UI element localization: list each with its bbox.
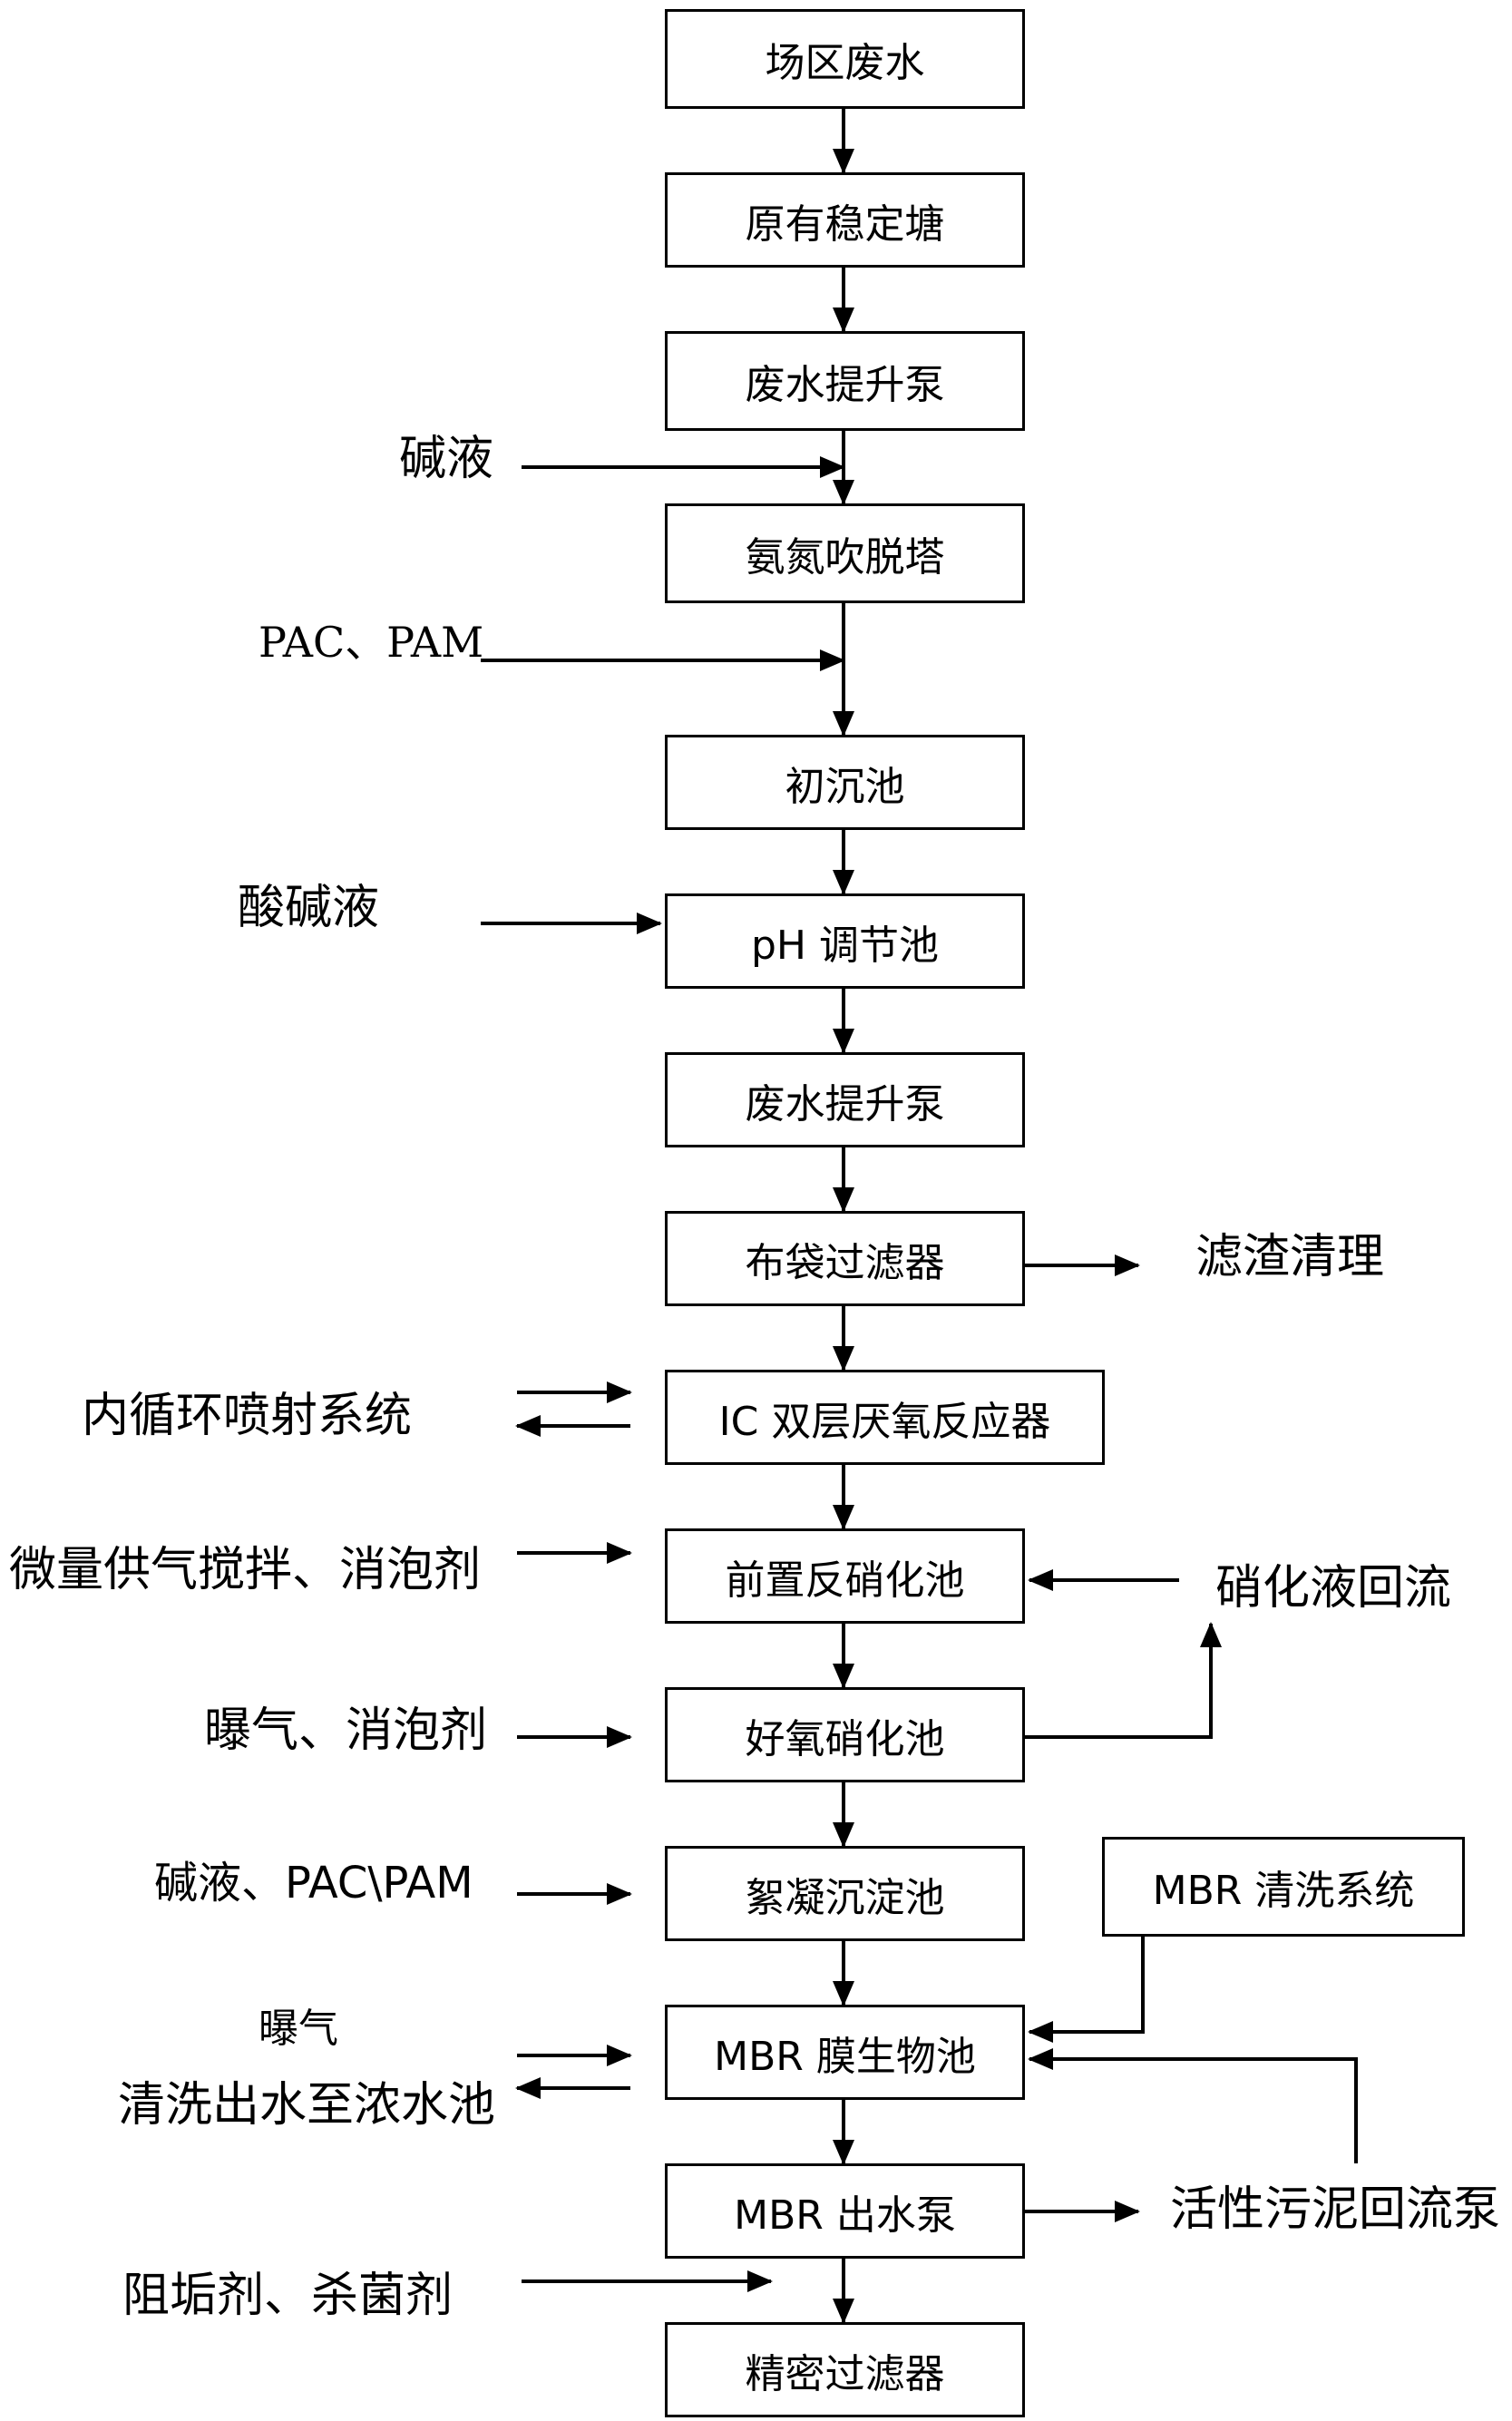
box-ammonia-stripping-tower: 氨氮吹脱塔 — [665, 503, 1025, 603]
box-label: 氨氮吹脱塔 — [745, 534, 945, 581]
box-ic-reactor: IC 双层厌氧反应器 — [665, 1370, 1105, 1465]
box-lift-pump-2: 废水提升泵 — [665, 1052, 1025, 1147]
box-label: 原有稳定塘 — [745, 200, 945, 248]
label-micro-air: 微量供气搅拌、消泡剂 — [9, 1543, 482, 1597]
box-label: MBR 清洗系统 — [1152, 1868, 1415, 1914]
box-label: IC 双层厌氧反应器 — [718, 1398, 1051, 1445]
box-mbr-pump: MBR 出水泵 — [665, 2163, 1025, 2259]
label-pac-pam: PAC、PAM — [259, 618, 484, 667]
box-mbr-cleaning-system: MBR 清洗系统 — [1102, 1837, 1465, 1937]
box-precision-filter: 精密过滤器 — [665, 2322, 1025, 2417]
box-label: 絮凝沉淀池 — [745, 1874, 945, 1921]
label-sludge-return: 活性污泥回流泵 — [1170, 2182, 1501, 2237]
box-stabilization-pond: 原有稳定塘 — [665, 172, 1025, 268]
label-alkali-pac: 碱液、PAC\PAM — [154, 1858, 473, 1908]
box-label: 场区废水 — [765, 40, 925, 86]
label-aeration: 曝气 — [259, 2006, 338, 2052]
box-label: 废水提升泵 — [745, 1080, 945, 1128]
box-aerobic-nitrification: 好氧硝化池 — [665, 1687, 1025, 1782]
box-bag-filter: 布袋过滤器 — [665, 1211, 1025, 1306]
box-label: 精密过滤器 — [745, 2350, 945, 2397]
box-label: 前置反硝化池 — [725, 1557, 965, 1604]
box-ph-adjust: pH 调节池 — [665, 893, 1025, 989]
box-label: pH 调节池 — [750, 922, 939, 969]
label-acid-alkali: 酸碱液 — [238, 881, 380, 935]
label-filter-residue: 滤渣清理 — [1195, 1230, 1385, 1284]
box-label: 废水提升泵 — [745, 362, 945, 408]
label-internal-loop: 内循环喷射系统 — [82, 1389, 413, 1443]
box-label: 好氧硝化池 — [745, 1715, 945, 1762]
box-label: MBR 膜生物池 — [714, 2033, 976, 2080]
box-denitrification: 前置反硝化池 — [665, 1528, 1025, 1624]
box-flocculation: 絮凝沉淀池 — [665, 1846, 1025, 1941]
box-primary-settling: 初沉池 — [665, 735, 1025, 830]
label-alkali: 碱液 — [399, 432, 494, 486]
box-label: MBR 出水泵 — [734, 2192, 956, 2239]
box-wastewater-source: 场区废水 — [665, 9, 1025, 109]
box-label: 初沉池 — [785, 763, 905, 810]
label-aeration-defoam: 曝气、消泡剂 — [204, 1703, 488, 1758]
box-mbr-tank: MBR 膜生物池 — [665, 2005, 1025, 2100]
label-cleaning-outflow: 清洗出水至浓水池 — [118, 2078, 496, 2133]
label-nitrate-return: 硝化液回流 — [1215, 1561, 1452, 1616]
label-antiscalant: 阻垢剂、杀菌剂 — [122, 2269, 454, 2323]
box-lift-pump-1: 废水提升泵 — [665, 331, 1025, 431]
box-label: 布袋过滤器 — [745, 1239, 945, 1286]
